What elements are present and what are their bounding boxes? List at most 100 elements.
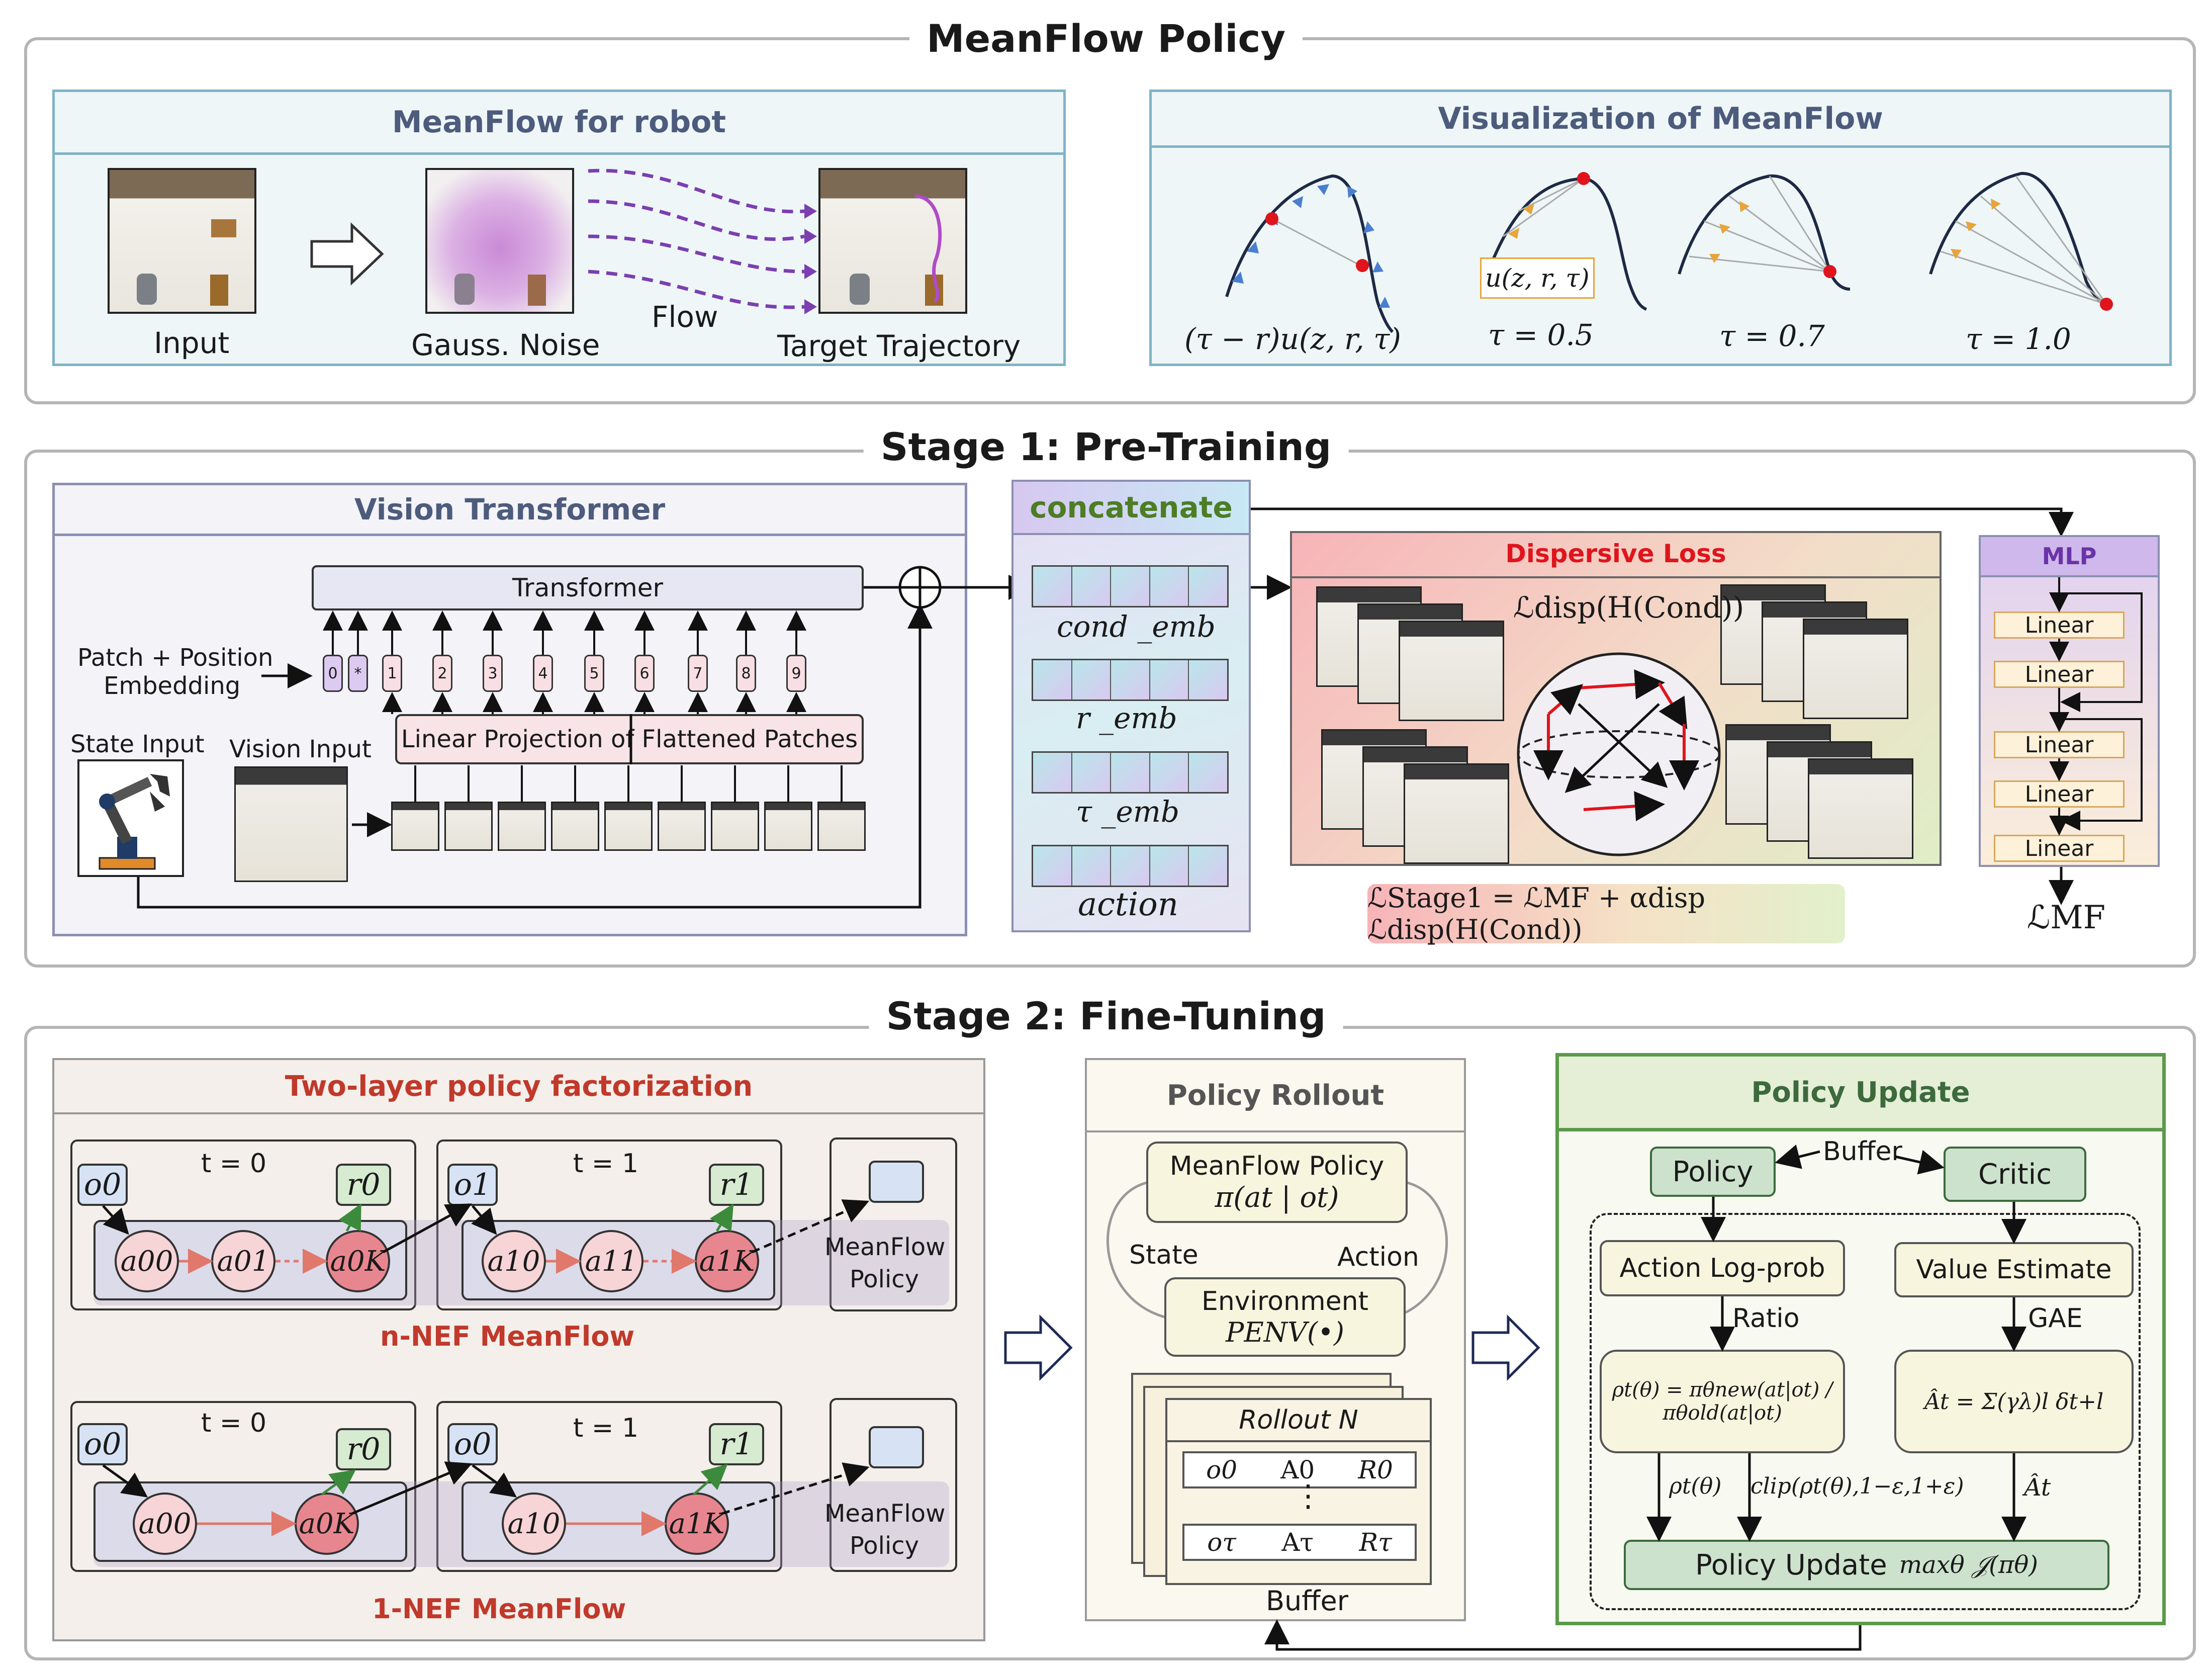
- row1-obs: o0: [1206, 1455, 1238, 1484]
- robot-arm-icon: [77, 759, 184, 877]
- ratio-formula: ρt(θ) = πθnew(at|ot) / πθold(at|ot): [1600, 1350, 1845, 1453]
- critic-node: Critic: [1944, 1147, 2086, 1202]
- noise-image: [425, 168, 574, 314]
- rollout-policy-label: MeanFlow Policy: [1169, 1151, 1385, 1181]
- nnef-obs-0: o0: [77, 1164, 128, 1206]
- row2-reward: Rτ: [1359, 1528, 1392, 1557]
- nnef-t1-box: [436, 1139, 782, 1310]
- environment-node: Environment PENV(•): [1164, 1277, 1406, 1357]
- token-2: 1: [382, 655, 402, 692]
- cond-emb-bar: [1032, 565, 1229, 607]
- ahat-label: Ât: [2024, 1473, 2051, 1502]
- flow-arrow: [588, 168, 805, 214]
- nnef-action-4: a11: [579, 1230, 643, 1292]
- vis-caption-0: (τ − r)u(z, r, τ): [1184, 322, 1401, 356]
- r-emb-bar: [1032, 659, 1229, 701]
- logprob-node: Action Log-prob: [1600, 1240, 1845, 1296]
- vis-caption-1: τ = 0.5: [1488, 318, 1594, 352]
- can-object: [137, 274, 157, 305]
- rho-label: ρt(θ): [1669, 1473, 1722, 1499]
- cond-emb-label: cond _emb: [1057, 609, 1216, 644]
- can-object: [454, 274, 475, 305]
- onenef-policy-square: [869, 1426, 924, 1468]
- patch-8: [764, 802, 812, 851]
- rollout-title: Policy Rollout: [1085, 1058, 1466, 1132]
- policy-node: Policy: [1650, 1147, 1776, 1197]
- tau-emb-bar: [1032, 751, 1229, 794]
- vision-input-label: Vision Input: [229, 735, 372, 763]
- nnef-policy-box: [829, 1137, 957, 1311]
- update-buffer-label: Buffer: [1823, 1136, 1902, 1167]
- input-image: [108, 168, 256, 314]
- final-label: Policy Update: [1695, 1548, 1887, 1582]
- r-emb-label: r _emb: [1076, 701, 1177, 735]
- onenef-t1-label: t = 1: [573, 1413, 639, 1443]
- section-title-stage1: Stage 1: Pre-Training: [863, 424, 1349, 469]
- rollout-dots: ⋮: [1293, 1478, 1323, 1514]
- nnef-t0-label: t = 0: [201, 1149, 267, 1179]
- target-trajectory: [914, 194, 942, 303]
- bracket-object: [211, 219, 236, 237]
- patch-2: [444, 802, 493, 851]
- nnef-policy-label-2: Policy: [850, 1265, 919, 1293]
- dispersive-thumb-3-2: [1808, 758, 1913, 859]
- concatenate-title: concatenate: [1011, 480, 1251, 535]
- token-5: 4: [533, 655, 553, 692]
- onenef-action-1: a0K: [295, 1493, 359, 1555]
- onenef-rew-1: r1: [709, 1423, 764, 1465]
- noise-label: Gauss. Noise: [411, 328, 600, 362]
- gae-label: GAE: [2028, 1303, 2083, 1334]
- mlp-title: MLP: [1979, 535, 2160, 577]
- patch-9: [817, 802, 866, 851]
- final-expr: maxθ 𝒥(πθ): [1899, 1550, 2039, 1579]
- can-object: [850, 274, 870, 305]
- vis-caption-3: τ = 1.0: [1966, 322, 2071, 356]
- mlp-linear-1: Linear: [1994, 611, 2125, 639]
- rollout-state-label: State: [1129, 1240, 1199, 1270]
- onenef-action-0: a00: [133, 1493, 197, 1555]
- flow-arrow: [588, 199, 805, 241]
- embedding-label: Embedding: [104, 672, 241, 700]
- rollout-action-label: Action: [1337, 1242, 1419, 1272]
- onenef-caption: 1-NEF MeanFlow: [372, 1593, 626, 1625]
- onenef-t1-box: [436, 1401, 782, 1572]
- ratio-label: Ratio: [1732, 1303, 1800, 1334]
- policy-update-node: Policy Update maxθ 𝒥(πθ): [1624, 1540, 2109, 1590]
- onenef-t0-label: t = 0: [201, 1408, 267, 1438]
- dispersive-thumb-0-2: [1399, 621, 1504, 721]
- onenef-obs-0: o0: [77, 1423, 128, 1465]
- row2-action: Aτ: [1281, 1528, 1314, 1557]
- update-dashed-region: [1590, 1213, 2141, 1610]
- clip-label: clip(ρt(θ),1−ε,1+ε): [1750, 1473, 1964, 1499]
- dispersive-thumb-1-2: [1803, 619, 1908, 719]
- mlp-loss: ℒMF: [2027, 899, 2106, 936]
- meanflow-policy-node: MeanFlow Policy π(at | ot): [1146, 1142, 1408, 1223]
- vision-transformer-panel: [52, 483, 967, 936]
- nnef-policy-square: [869, 1161, 924, 1203]
- onenef-action-3: a1K: [665, 1493, 729, 1555]
- rollout-buffer-label: Buffer: [1266, 1585, 1348, 1617]
- transformer-block: Transformer: [312, 565, 864, 610]
- dispersive-title: Dispersive Loss: [1290, 531, 1942, 578]
- nnef-policy-label-1: MeanFlow: [824, 1233, 946, 1261]
- nnef-caption: n-NEF MeanFlow: [380, 1321, 635, 1352]
- token-1: *: [348, 655, 368, 692]
- patch-3: [498, 802, 546, 851]
- factorization-title: Two-layer policy factorization: [52, 1058, 985, 1114]
- nnef-obs-1: o1: [447, 1164, 498, 1206]
- advantage-formula: Ât = Σ(γλ)l δt+l: [1894, 1350, 2134, 1453]
- stage1-loss-formula: ℒStage1 = ℒMF + αdisp ℒdisp(H(Cond)): [1367, 882, 1845, 945]
- patch-pos-label: Patch + Position: [77, 644, 273, 672]
- vit-title: Vision Transformer: [52, 483, 967, 536]
- dispersive-loss-formula: ℒdisp(H(Cond)): [1513, 590, 1744, 625]
- action-label: action: [1078, 886, 1178, 923]
- rollout-env-expr: PENV(•): [1226, 1316, 1344, 1348]
- token-7: 6: [634, 655, 655, 692]
- panel-title: MeanFlow for robot: [55, 92, 1063, 155]
- nnef-t1-label: t = 1: [573, 1149, 639, 1179]
- row2-obs: oτ: [1207, 1528, 1236, 1557]
